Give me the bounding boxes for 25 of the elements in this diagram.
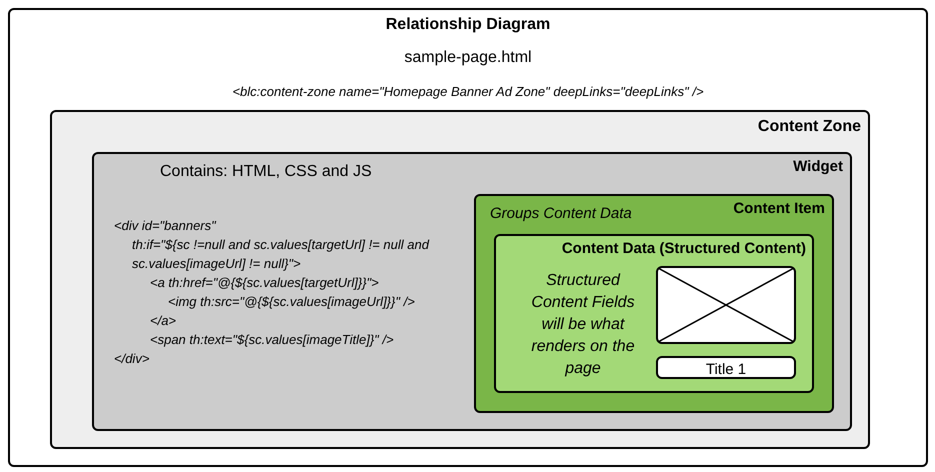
content-item-box: [474, 194, 834, 413]
title-text: Title 1: [704, 360, 748, 380]
widget-box: [92, 152, 852, 431]
description-text: Contains: HTML, CSS and JS: [160, 162, 372, 182]
outer-frame: [8, 8, 928, 467]
file-name: sample-page.html: [403, 48, 533, 68]
content-data-box: [494, 234, 814, 393]
code-line: </a>: [150, 312, 176, 330]
box-heading: Content Item: [733, 199, 825, 219]
box-heading: Content Zone: [758, 117, 861, 137]
code-line: <div id="banners": [114, 217, 216, 235]
code-line: <img th:src="@{${sc.values[imageUrl]}}" />: [168, 293, 415, 311]
markup-tag: <blc:content-zone name="Homepage Banner Ad Zone" deepLinks="deepLinks" />: [10, 82, 926, 102]
image-placeholder: [656, 266, 796, 344]
code-line: </div>: [114, 350, 150, 368]
box-heading: Widget: [793, 157, 843, 177]
code-line: <span th:text="${sc.values[imageTitle]}" />: [150, 331, 394, 349]
box-heading: Content Data (Structured Content): [562, 239, 806, 259]
description-text: Structured Content Fields will be what renders on the page: [530, 271, 636, 379]
description-text: Groups Content Data: [490, 204, 632, 224]
code-line: <a th:href="@{${sc.values[targetUrl]}}">: [150, 274, 379, 292]
content-zone-box: [50, 110, 870, 449]
diagram-title: Relationship Diagram: [384, 15, 552, 35]
title-field: [656, 356, 796, 379]
code-line: th:if="${sc !=null and sc.values[targetUrl] != null and sc.values[imageUrl] != null}">: [132, 236, 430, 273]
